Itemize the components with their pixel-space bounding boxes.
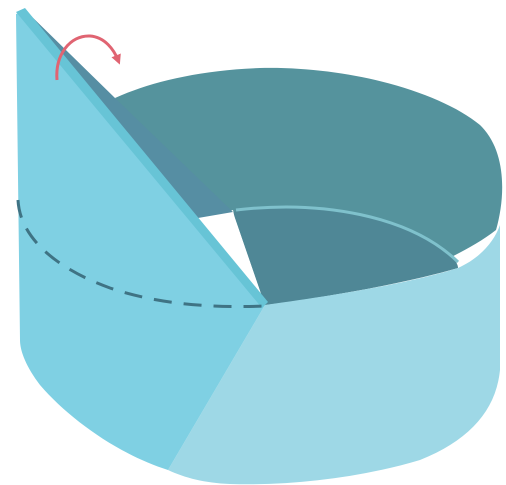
diagram-canvas	[0, 0, 506, 485]
folded-band-diagram	[0, 0, 506, 485]
